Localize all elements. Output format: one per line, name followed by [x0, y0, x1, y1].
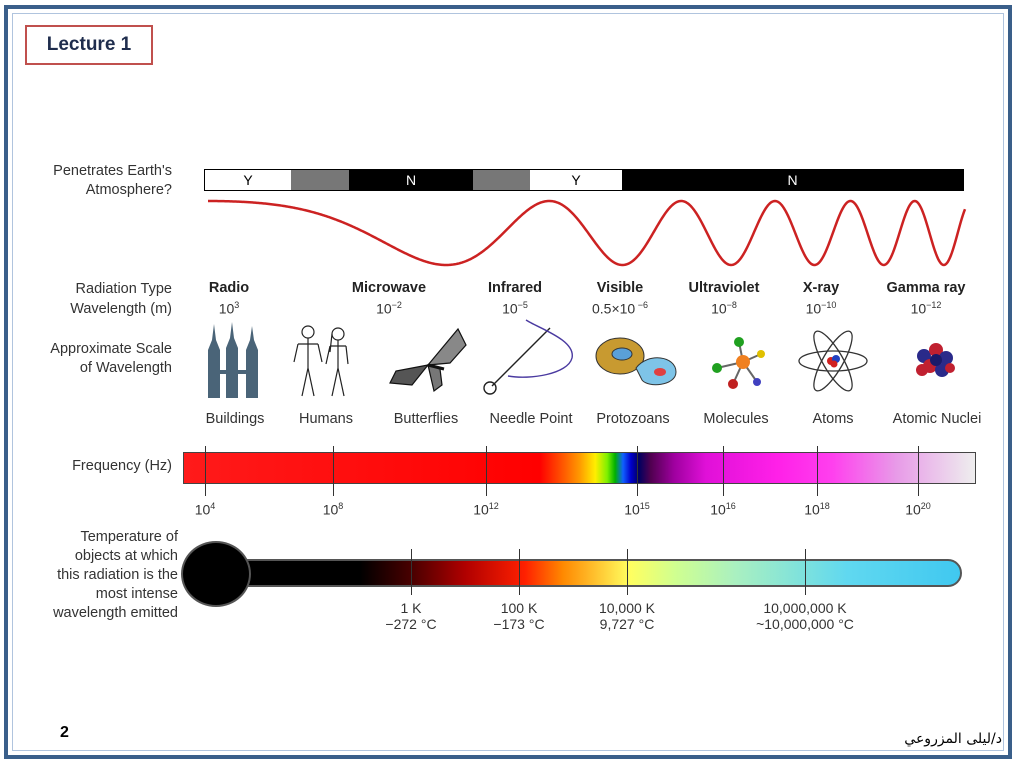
wavelength-visible: 0.5×10 −6 [592, 300, 648, 317]
wave-graphic [208, 199, 967, 267]
butterfly-icon [389, 327, 467, 393]
scale-buildings: Buildings [205, 411, 265, 427]
freq-label-4: 104 [194, 501, 216, 518]
rtype-gamma: Gamma ray [886, 280, 966, 296]
wavelength-microwave: 10−2 [376, 300, 402, 317]
temp-label-10000000k: 10,000,000 K~10,000,000 °C [756, 600, 854, 632]
scale-needle-point: Needle Point [489, 411, 573, 427]
freq-tick [918, 446, 919, 496]
wavelength-radio: 103 [218, 300, 240, 317]
page-number: 2 [60, 724, 69, 741]
freq-label-15: 1015 [624, 501, 650, 518]
temp-tick [519, 549, 520, 595]
rtype-ultraviolet: Ultraviolet [688, 280, 760, 296]
atmosphere-yes-visible: Y [530, 170, 622, 190]
rtype-radio: Radio [208, 280, 250, 296]
frequency-label: Frequency (Hz) [72, 458, 172, 474]
scale-atoms: Atoms [812, 411, 854, 427]
scale-atomic-nuclei: Atomic Nuclei [892, 411, 982, 427]
wavelength-xray: 10−10 [805, 300, 837, 317]
temp-tick [411, 549, 412, 595]
freq-tick [723, 446, 724, 496]
lecture-title: Lecture 1 [25, 25, 153, 65]
protozoa-icon [595, 337, 677, 386]
atmosphere-partial-1 [291, 170, 349, 190]
thermometer-tube [208, 559, 962, 587]
atmosphere-no-microwave: N [405, 172, 417, 188]
temp-tick [627, 549, 628, 595]
wavelength-infrared: 10−5 [502, 300, 528, 317]
scale-label: Approximate Scale of Wavelength [50, 341, 172, 376]
humans-icon [293, 325, 349, 397]
wavelength-label: Wavelength (m) [70, 301, 172, 317]
freq-tick [205, 446, 206, 496]
freq-label-16: 1016 [710, 501, 736, 518]
penetrates-label: Penetrates Earth's Atmosphere? [53, 163, 172, 198]
frequency-spectrum-bar [183, 452, 976, 484]
scale-protozoans: Protozoans [596, 411, 670, 427]
temp-label-100k: 100 K−173 °C [493, 600, 545, 632]
rtype-visible: Visible [596, 280, 644, 296]
atmosphere-bar: Y N Y N [204, 169, 964, 191]
freq-label-8: 108 [322, 501, 344, 518]
freq-label-12: 1012 [473, 501, 499, 518]
temp-tick [805, 549, 806, 595]
freq-tick [817, 446, 818, 496]
wavelength-gamma: 10−12 [910, 300, 942, 317]
freq-label-20: 1020 [905, 501, 931, 518]
temperature-label: Temperature of objects at which this rad… [53, 529, 178, 621]
atmosphere-yes-radio: Y [205, 170, 291, 190]
freq-tick [637, 446, 638, 496]
radiation-type-label: Radiation Type [75, 281, 172, 297]
thermometer-bulb [181, 541, 251, 607]
scale-molecules: Molecules [703, 411, 769, 427]
temp-label-1k: 1 K−272 °C [385, 600, 437, 632]
freq-tick [333, 446, 334, 496]
atmosphere-partial-2 [473, 170, 530, 190]
freq-label-18: 1018 [804, 501, 830, 518]
wavelength-ultraviolet: 10−8 [711, 300, 737, 317]
buildings-icon [208, 322, 258, 398]
slide-frame [4, 5, 1012, 759]
freq-tick [486, 446, 487, 496]
atmosphere-no-high: N [787, 172, 798, 188]
rtype-xray: X-ray [802, 280, 840, 296]
nucleus-icon [916, 343, 955, 377]
rtype-infrared: Infrared [488, 280, 542, 296]
scale-humans: Humans [299, 411, 353, 427]
rtype-microwave: Microwave [351, 280, 427, 296]
scale-butterflies: Butterflies [393, 411, 459, 427]
needle-icon [483, 319, 573, 395]
author-name: د/ليلى المزروعي [904, 731, 1002, 747]
atom-icon [798, 330, 868, 392]
molecule-icon [712, 337, 765, 389]
